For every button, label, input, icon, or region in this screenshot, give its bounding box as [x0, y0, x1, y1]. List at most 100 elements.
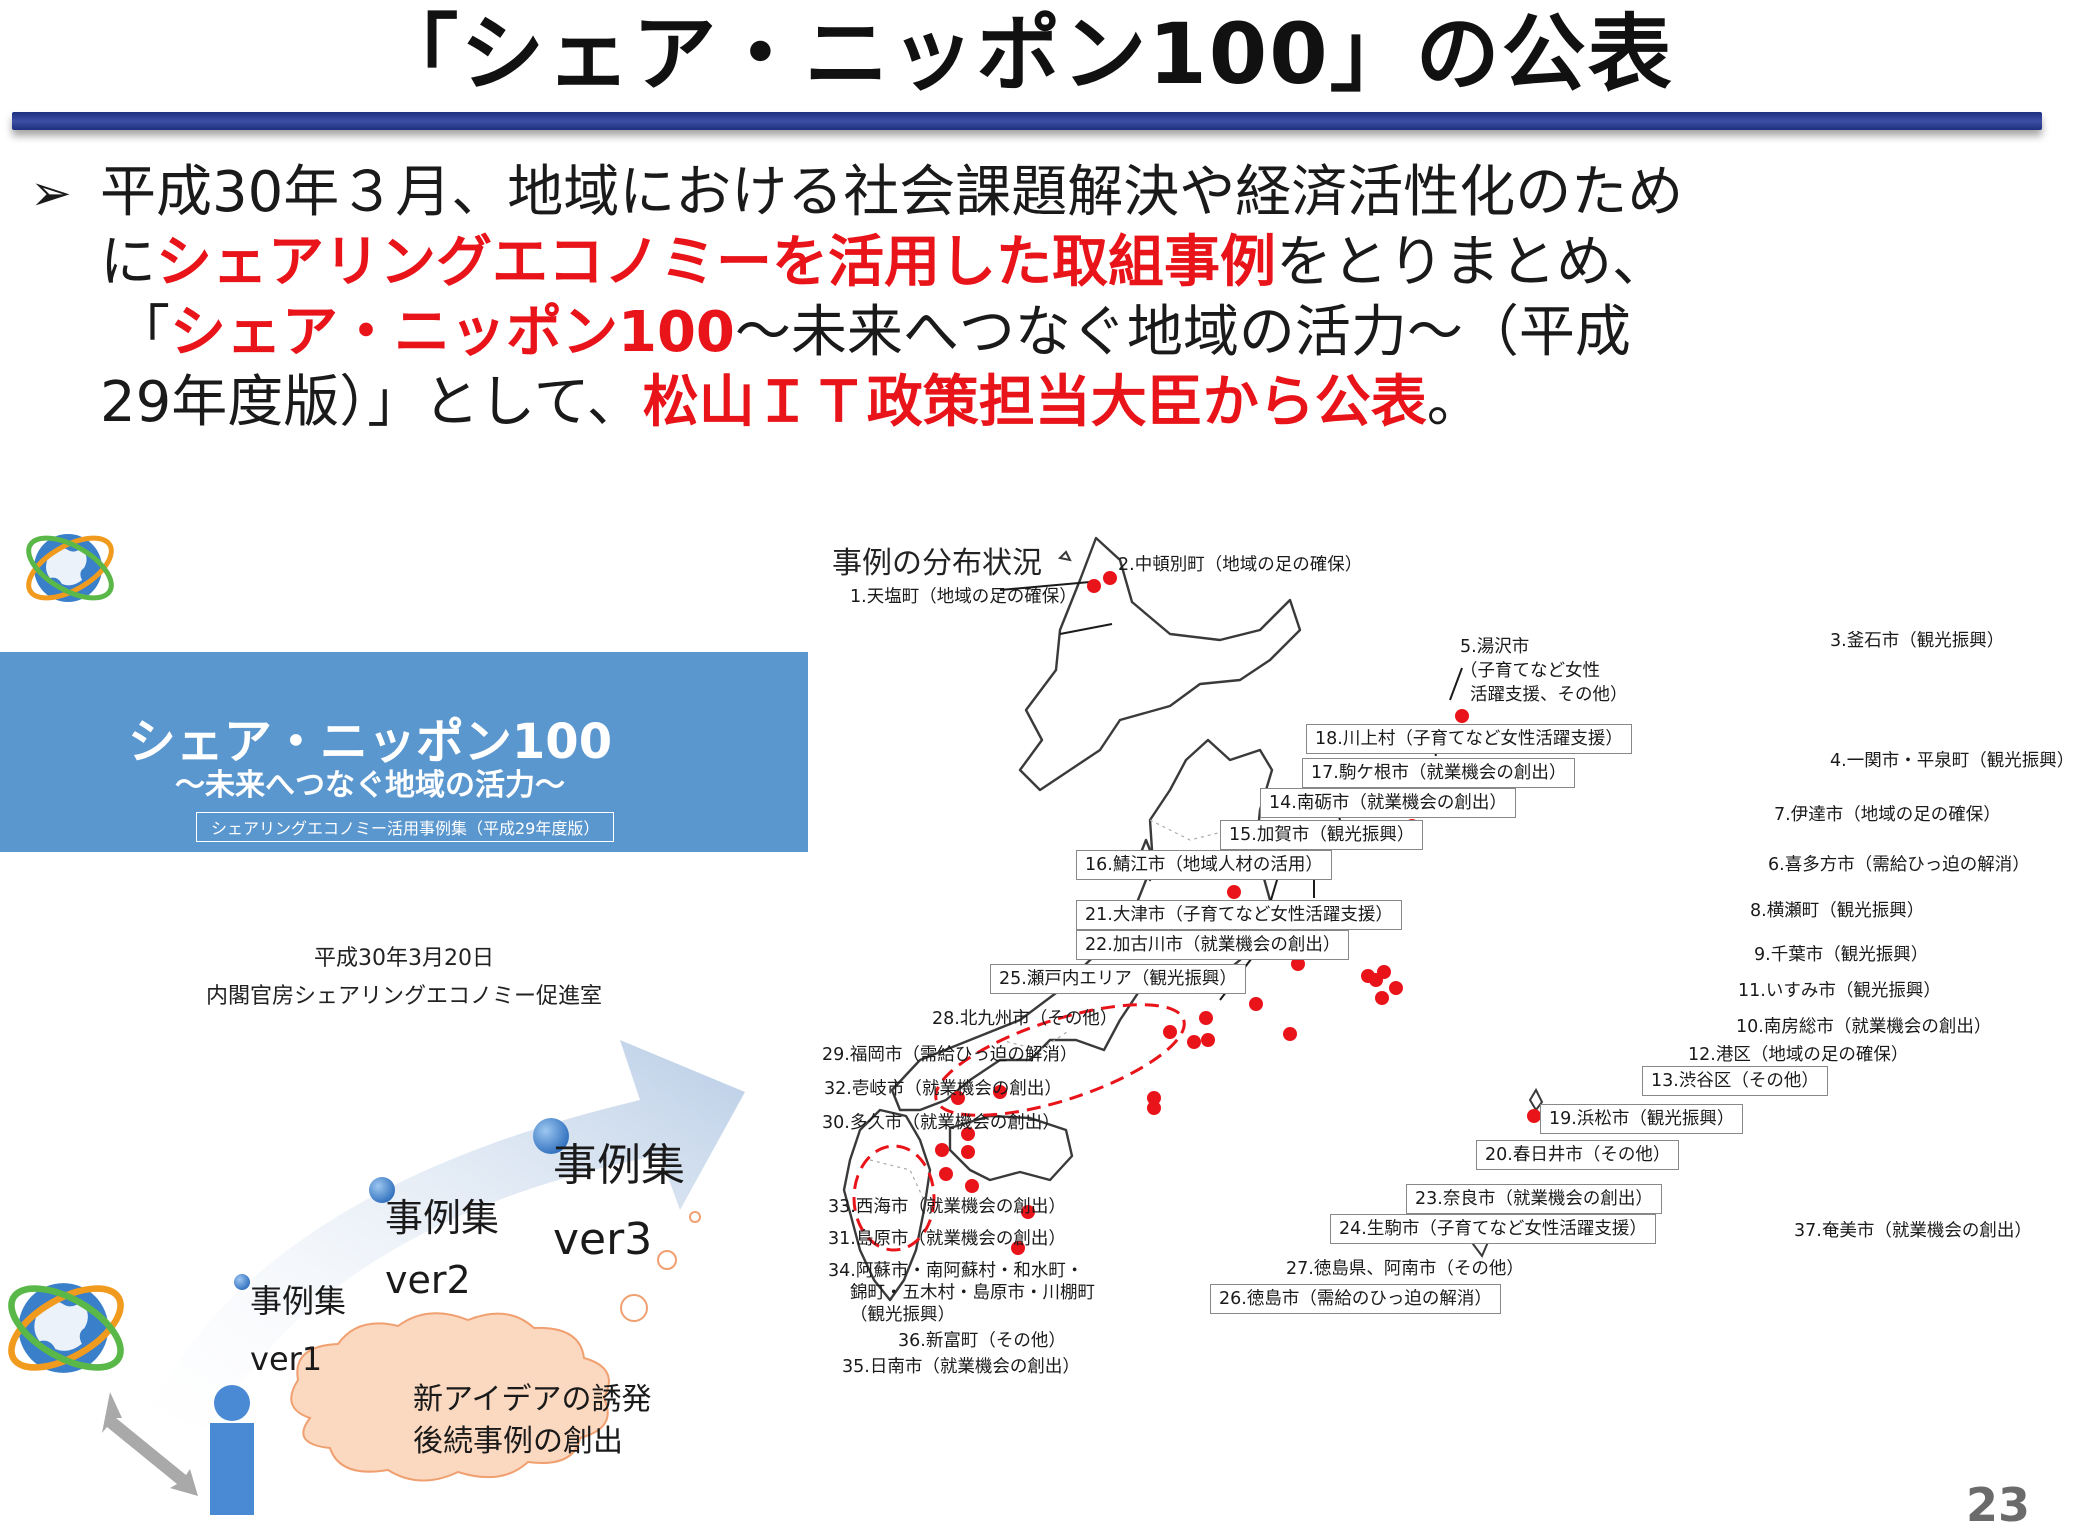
- map-label-28: 28.北九州市（その他）: [932, 1009, 1118, 1029]
- marker-28: [993, 1085, 1007, 1099]
- bullet-line-2: にシェアリングエコノミーを活用した取組事例をとりまとめ、: [100, 228, 1668, 298]
- bullet-line-2-post: をとりまとめ、: [1276, 230, 1668, 295]
- marker-2: [1103, 571, 1117, 585]
- bullet-line-4-pre: 29年度版）」として、: [100, 370, 643, 435]
- marker-31: [961, 1145, 975, 1159]
- evolution-diagram: [102, 1040, 745, 1515]
- cloud-text-1: 新アイデアの誘発: [413, 1382, 652, 1417]
- map-heading: 事例の分布状況: [832, 546, 1042, 581]
- cover-subtitle: ～未来へつなぐ地域の活力～: [175, 768, 565, 803]
- map-label-31: 31.島原市（就業機会の創出）: [828, 1229, 1066, 1249]
- marker-25: [1199, 1011, 1213, 1025]
- map-label-19: 19.浜松市（観光振興）: [1540, 1104, 1744, 1134]
- share-japan-logo-icon: [26, 534, 114, 602]
- map-label-12: 12.港区（地域の足の確保）: [1688, 1045, 1909, 1065]
- map-label-6: 6.喜多方市（需給ひっ迫の解消）: [1768, 855, 2030, 875]
- marker-33: [939, 1167, 953, 1181]
- map-label-33: 33.西海市（就業機会の創出）: [828, 1197, 1066, 1217]
- map-label-8: 8.横瀬町（観光振興）: [1750, 901, 1925, 921]
- ver1-label: ver1: [250, 1340, 323, 1378]
- map-label-20: 20.春日井市（その他）: [1476, 1140, 1680, 1170]
- marker-19: [1283, 1027, 1297, 1041]
- bullet-line-3-post: ～未来へつなぐ地域の活力～（平成: [734, 300, 1631, 365]
- map-label-29: 29.福岡市（需給ひっ迫の解消）: [822, 1045, 1078, 1065]
- map-label-16: 16.鯖江市（地域人材の活用）: [1076, 850, 1332, 880]
- marker-23: [1201, 1033, 1215, 1047]
- marker-13: [1377, 965, 1391, 979]
- map-label-11: 11.いすみ市（観光振興）: [1738, 981, 1941, 1001]
- map-label-25: 25.瀬戸内エリア（観光振興）: [990, 964, 1246, 994]
- case-distribution-map: 事例の分布状況 1.天塩町（地域の足の確保） 2.中頓別町（地域の足の確保） 3…: [820, 520, 2074, 1400]
- ver3-title: 事例集: [553, 1140, 685, 1191]
- title-rule: [12, 112, 2042, 130]
- map-label-18: 18.川上村（子育てなど女性活躍支援）: [1306, 724, 1632, 754]
- bullet-line-3-pre: 「: [114, 300, 170, 365]
- marker-37: [1527, 1109, 1541, 1123]
- person-head-icon: [214, 1385, 250, 1421]
- ver3-label: ver3: [553, 1214, 653, 1265]
- marker-36: [1021, 1205, 1035, 1219]
- marker-30: [961, 1127, 975, 1141]
- cover-org: 内閣官房シェアリングエコノミー促進室: [205, 984, 602, 1009]
- map-label-15: 15.加賀市（観光振興）: [1220, 820, 1424, 850]
- map-label-26: 26.徳島市（需給のひっ迫の解消）: [1210, 1284, 1501, 1314]
- map-label-1: 1.天塩町（地域の足の確保）: [850, 587, 1077, 607]
- map-label-5c: 活躍支援、その他）: [1470, 685, 1628, 705]
- page-number: 23: [1965, 1478, 2030, 1532]
- marker-14: [1227, 885, 1241, 899]
- marker-24: [1187, 1035, 1201, 1049]
- honshu-outline: [890, 738, 1274, 1112]
- bullet-line-3: 「シェア・ニッポン100～未来へつなぐ地域の活力～（平成: [114, 298, 1631, 368]
- bullet-line-1: 平成30年３月、地域における社会課題解決や経済活性化のため: [100, 158, 1683, 228]
- map-label-5a: 5.湯沢市: [1460, 637, 1530, 657]
- bullet-arrow-icon: ➢: [30, 164, 72, 222]
- ver2-title: 事例集: [385, 1196, 500, 1240]
- map-label-36: 36.新富町（その他）: [898, 1331, 1066, 1351]
- map-label-24: 24.生駒市（子育てなど女性活躍支援）: [1330, 1214, 1656, 1244]
- ver1-dot: [234, 1274, 250, 1290]
- hokkaido-outline: [1018, 536, 1302, 792]
- amami-outline: [1528, 1087, 1544, 1112]
- kyushu-outline: [842, 1108, 932, 1302]
- map-label-10: 10.南房総市（就業機会の創出）: [1736, 1017, 1992, 1037]
- cover-title: シェア・ニッポン100: [127, 714, 613, 770]
- marker-17: [1291, 957, 1305, 971]
- map-label-32: 32.壱岐市（就業機会の創出）: [824, 1079, 1062, 1099]
- cloud-text-2: 後続事例の創出: [413, 1424, 623, 1459]
- idea-cloud-shape: [290, 1312, 610, 1482]
- map-label-14: 14.南砺市（就業機会の創出）: [1260, 788, 1516, 818]
- marker-20: [1249, 997, 1263, 1011]
- cover-banner: シェア・ニッポン100 ～未来へつなぐ地域の活力～ シェアリングエコノミー活用事…: [0, 652, 808, 852]
- ver3-dot: [533, 1118, 569, 1154]
- map-label-23: 23.奈良市（就業機会の創出）: [1406, 1184, 1662, 1214]
- map-label-21: 21.大津市（子育てなど女性活躍支援）: [1076, 900, 1402, 930]
- map-label-2: 2.中頓別町（地域の足の確保）: [1118, 555, 1363, 575]
- marker-29: [951, 1091, 965, 1105]
- map-label-7: 7.伊達市（地域の足の確保）: [1774, 805, 2001, 825]
- shikoku-outline: [948, 1114, 1074, 1182]
- map-label-35: 35.日南市（就業機会の創出）: [842, 1357, 1080, 1377]
- map-label-3: 3.釜石市（観光振興）: [1830, 631, 2005, 651]
- bullet-line-4: 29年度版）」として、松山ＩＴ政策担当大臣から公表。: [100, 368, 1483, 438]
- marker-22: [1163, 1025, 1177, 1039]
- map-label-5b: （子育てなど女性: [1460, 661, 1600, 681]
- marker-26: [1147, 1101, 1161, 1115]
- share-japan-logo-icon: [8, 1283, 124, 1373]
- marker-27: [1147, 1091, 1161, 1105]
- bullet-line-2-pre: に: [100, 230, 156, 295]
- map-label-30: 30.多久市（就業機会の創出）: [822, 1113, 1060, 1133]
- bullet-line-1-text: 平成30年３月、地域における社会課題解決や経済活性化のため: [100, 160, 1684, 225]
- map-label-34c: （観光振興）: [850, 1305, 955, 1325]
- marker-35: [1011, 1241, 1025, 1255]
- bullet-line-3-highlight: シェア・ニッポン100: [170, 300, 735, 365]
- bullet-line-4-post: 。: [1426, 370, 1483, 435]
- slide-title: 「シェア・ニッポン100」の公表: [374, 5, 1674, 103]
- bullet-line-4-highlight: 松山ＩＴ政策担当大臣から公表: [642, 370, 1427, 435]
- ver1-title: 事例集: [250, 1282, 347, 1320]
- map-label-22: 22.加古川市（就業機会の創出）: [1076, 930, 1350, 960]
- ver2-dot: [369, 1177, 395, 1203]
- cover-caption: シェアリングエコノミー活用事例集（平成29年度版）: [196, 812, 615, 842]
- bullet-line-2-highlight: シェアリングエコノミーを活用した取組事例: [156, 230, 1276, 295]
- map-label-17: 17.駒ケ根市（就業機会の創出）: [1302, 758, 1576, 788]
- marker-1: [1087, 579, 1101, 593]
